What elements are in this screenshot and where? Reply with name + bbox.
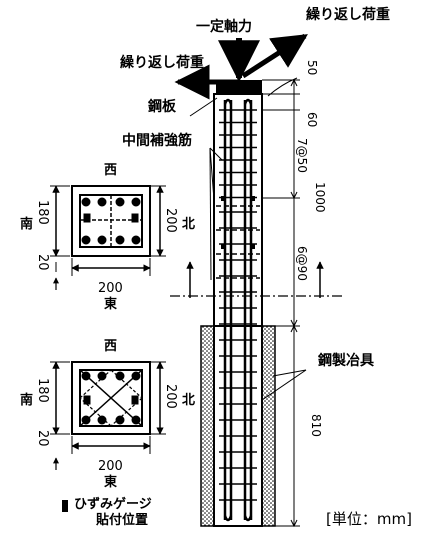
section-bottom-dim-200-right: 200 — [163, 384, 178, 409]
cyclic-load-label-left: 繰り返し荷重 — [120, 55, 204, 71]
section-top-dim-200-bottom: 200 — [98, 281, 123, 296]
section-top-south: 南 — [20, 217, 34, 232]
section-bottom-dim-180: 180 — [35, 378, 50, 403]
leader-lines — [189, 77, 307, 401]
section-bottom-dim-20: 20 — [35, 430, 50, 447]
section-top-dim-20: 20 — [35, 254, 50, 271]
elevation-dim-7at50: 7@50 — [295, 138, 309, 173]
unit-label: [単位：mm] — [326, 510, 412, 528]
steel-jig-label: 鋼製冶具 — [318, 353, 374, 369]
cyclic-load-arrow-right — [241, 33, 308, 79]
column-elevation — [200, 80, 276, 527]
elevation-dim-1000: 1000 — [313, 182, 327, 213]
section-top-east: 東 — [104, 297, 118, 312]
section-bottom-south: 南 — [20, 393, 34, 408]
elevation-dim-50: 50 — [305, 60, 319, 76]
intermediate-rebar-label: 中間補強筋 — [122, 133, 192, 149]
elevation-dim-810: 810 — [309, 414, 323, 437]
section-top-dim-180: 180 — [35, 200, 50, 225]
section-top-north: 北 — [182, 217, 196, 232]
section-bottom-west: 西 — [104, 339, 118, 354]
section-top-dim-200-right: 200 — [163, 208, 178, 233]
steel-plate-label: 鋼板 — [148, 99, 176, 115]
elevation-dim-60: 60 — [305, 112, 319, 128]
gauge-legend-line1: ひずみゲージ — [74, 497, 152, 512]
elevation-dim-6at90: 6@90 — [295, 246, 309, 281]
section-top-west: 西 — [104, 163, 118, 178]
section-bottom — [50, 361, 166, 470]
cyclic-load-label-right: 繰り返し荷重 — [306, 7, 390, 23]
section-bottom-north: 北 — [182, 393, 196, 408]
section-bottom-east: 東 — [104, 475, 118, 490]
axial-force-label: 一定軸力 — [196, 19, 252, 35]
gauge-legend-line2: 貼付位置 — [96, 513, 149, 528]
elevation-dimensions — [262, 78, 300, 528]
gauge-legend-swatch — [62, 500, 68, 512]
section-bottom-dim-200-bottom: 200 — [98, 459, 123, 474]
section-top — [50, 185, 166, 290]
